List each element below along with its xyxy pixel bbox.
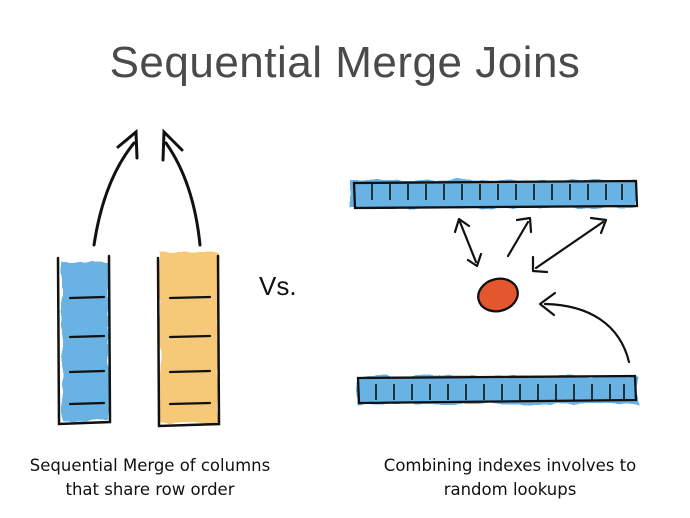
left-arrow-head [116,128,139,160]
blue-column-divider [68,295,106,300]
left-caption: Sequential Merge of columns that share r… [0,454,300,502]
right-caption-line-2: random lookups [443,480,577,499]
left-arrow-shaft [92,141,136,247]
orange-column-divider [168,295,212,300]
top-index-bar-ticks [371,184,623,200]
top-index-bar [350,179,639,210]
top-index-bar-outline [352,179,639,210]
right-arrow-shaft [164,141,202,247]
blue-column-outline [56,254,112,426]
lookup-arrows [453,216,631,364]
bottom-index-bar [356,374,638,405]
right-caption-line-1: Combining indexes involves to [383,456,637,475]
orange-column-divider [168,334,212,339]
orange-column-divider [168,369,212,374]
vs-label: Vs. [259,271,297,301]
bottom-index-bar-ticks [375,384,625,400]
bottom-index-bar-outline [356,374,638,405]
bottom-index-bar-fill [356,376,638,404]
orange-column-outline [156,254,221,428]
lookup-arrow-2 [506,216,533,258]
orange-column-divider [168,401,212,406]
blue-column-divider [68,334,106,339]
left-caption-line-2: that share row order [65,480,235,499]
right-caption: Combining indexes involves to random loo… [360,454,660,502]
top-index-bar-fill [350,180,636,208]
lookup-arrow-1 [453,217,483,268]
left-up-arrows [92,128,202,247]
right-arrow-head [161,128,184,162]
blue-column-divider [68,401,106,406]
lookup-dot [477,277,519,313]
lookup-arrow-4 [538,291,631,364]
lookup-arrow-3 [531,216,608,274]
left-caption-line-1: Sequential Merge of columns [29,456,271,475]
blue-column [56,254,112,426]
orange-column [156,252,221,428]
page-title: Sequential Merge Joins [109,38,581,87]
blue-column-fill [62,262,108,420]
blue-column-divider [68,369,106,374]
